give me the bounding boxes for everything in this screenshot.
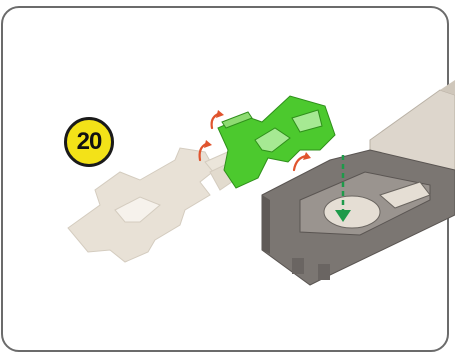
- assembly-illustration: [0, 0, 455, 342]
- step-number: 20: [77, 128, 102, 156]
- step-number-badge: 20: [64, 117, 114, 167]
